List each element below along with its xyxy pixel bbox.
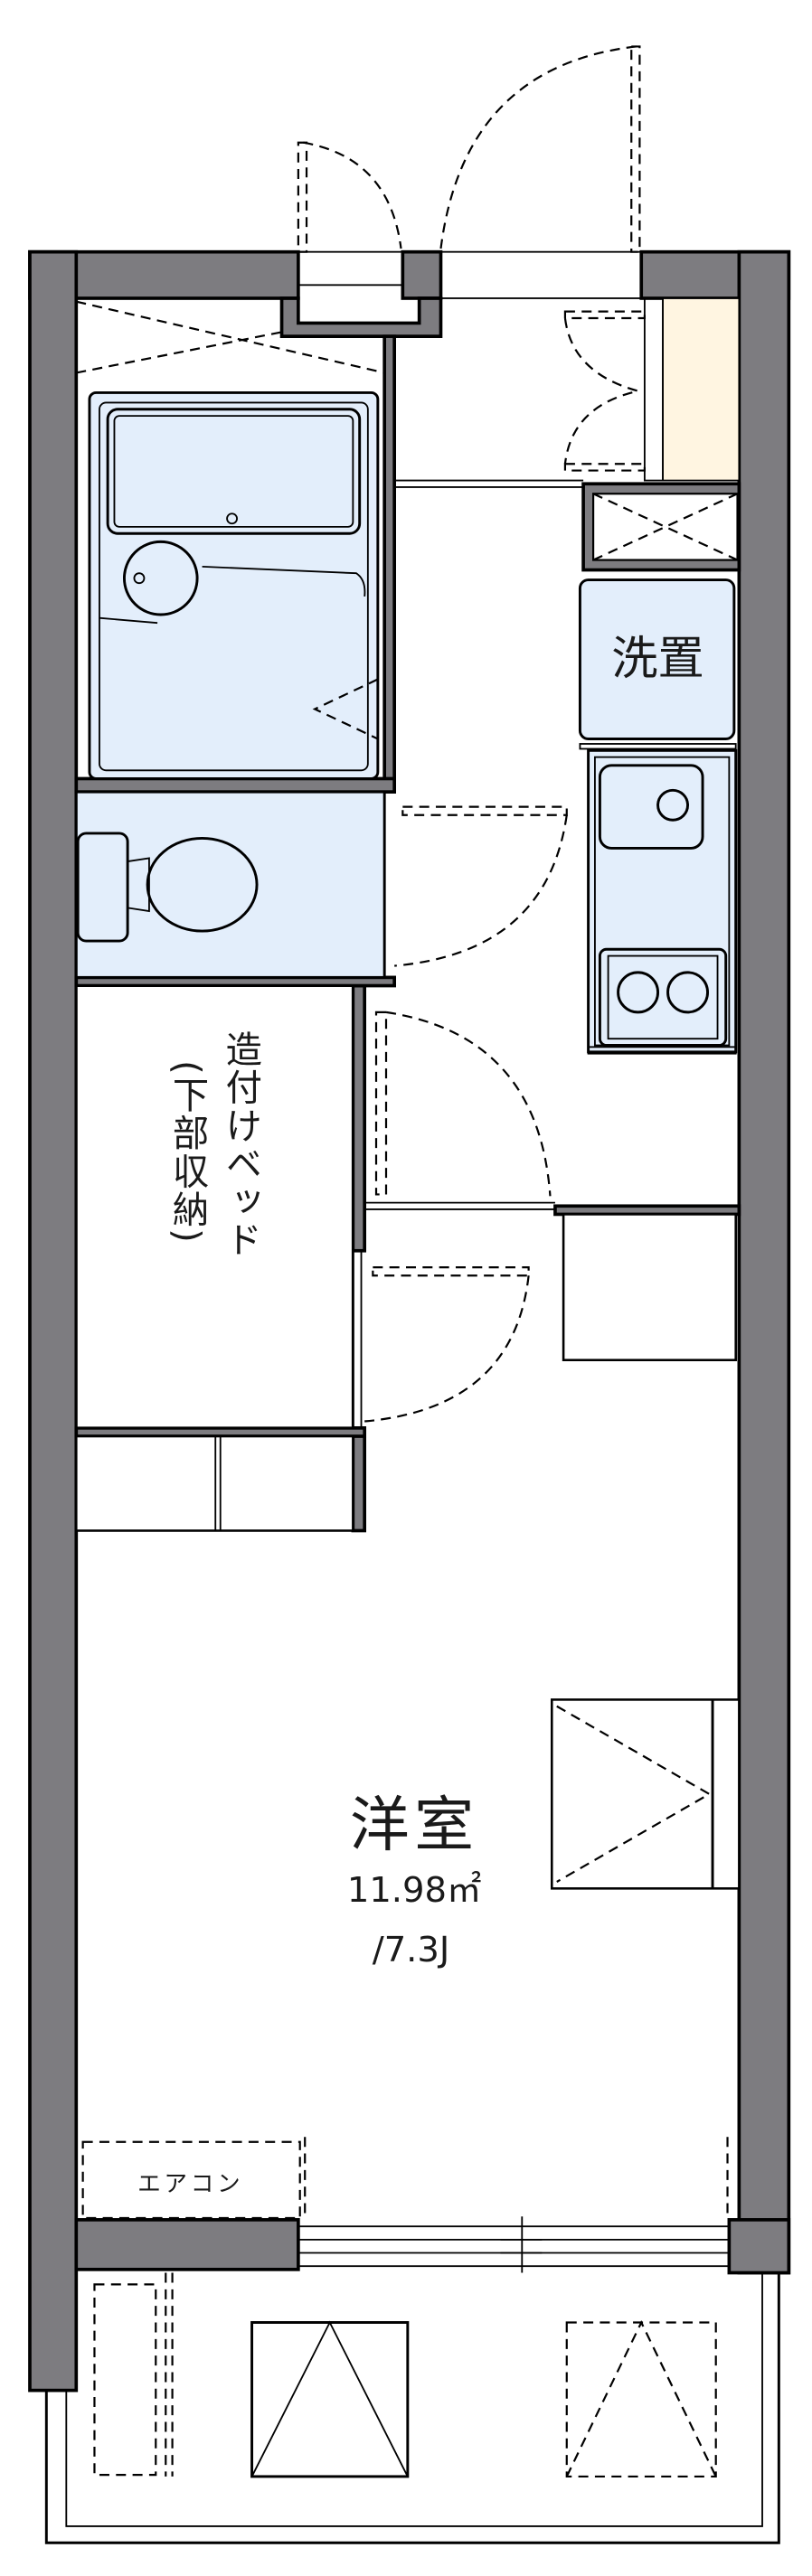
- toilet-room: [74, 790, 386, 979]
- built-in-bed: 造付けベッド (下部収納): [74, 984, 354, 1430]
- stove-icon: [598, 947, 728, 1047]
- evacuation-hatch-lower: [565, 2321, 717, 2478]
- sink-icon: [598, 764, 704, 850]
- bath-drain-icon: [226, 512, 238, 525]
- closet-shelf: [75, 1434, 354, 1532]
- toilet-door-swing: [394, 805, 568, 967]
- washer-space: 洗置: [578, 578, 736, 740]
- entrance-door-swing: [439, 45, 641, 253]
- entrance-opening: [439, 250, 643, 299]
- kitchen-counter: [579, 743, 738, 1055]
- fridge-space: [562, 1213, 737, 1362]
- door-threshold: [364, 1201, 555, 1210]
- bath-door-swing: [312, 678, 379, 740]
- bed-label: 造付けベッド: [219, 1030, 261, 1259]
- air-conditioner: エアコン: [81, 2137, 729, 2220]
- wall-corner: [727, 2218, 791, 2275]
- storage-hatch: [591, 493, 739, 561]
- hall-door-swing: [374, 1011, 552, 1197]
- washer-label: 洗置: [611, 632, 704, 686]
- closet-hatch: [550, 1698, 741, 1890]
- bed-sublabel: (下部収納): [166, 1060, 209, 1245]
- small-door-swing: [297, 141, 402, 253]
- room-name: 洋室: [350, 1791, 479, 1860]
- evacuation-hatch: [250, 2321, 410, 2478]
- room-area: 11.98㎡: [347, 1870, 482, 1911]
- aircon-label: エアコン: [137, 2171, 243, 2198]
- wash-basin-icon: [122, 540, 199, 616]
- room-size-jo: /7.3J: [373, 1930, 449, 1970]
- small-window: [297, 250, 404, 287]
- balcony-window: [297, 2216, 733, 2273]
- western-room: 洋室 11.98㎡ /7.3J: [347, 1791, 482, 1970]
- room-door-swing: [360, 1250, 530, 1428]
- shoe-cabinet: [563, 297, 741, 482]
- balcony: [44, 2272, 780, 2544]
- unit-bath: [88, 390, 380, 780]
- toilet-icon: [146, 836, 259, 933]
- bath-vent-lines: [76, 300, 385, 374]
- curtain-rail: [394, 479, 584, 488]
